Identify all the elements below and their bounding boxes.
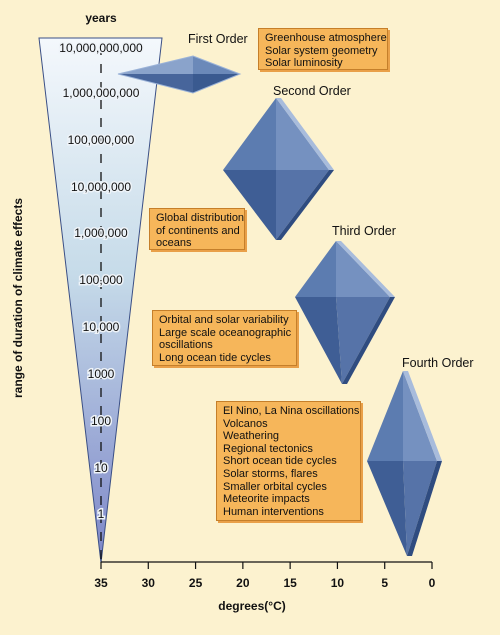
effect-item: Meteorite impacts — [223, 493, 310, 506]
x-tick-label: 20 — [236, 576, 250, 590]
year-label: 100 — [91, 414, 111, 428]
effect-item: Volcanos — [223, 417, 268, 430]
effect-item: Solar storms, flares — [223, 467, 318, 480]
x-tick-label: 5 — [381, 576, 388, 590]
effect-item: of continents and — [156, 224, 240, 237]
year-label: 1,000,000,000 — [63, 86, 140, 100]
y-axis-label: range of duration of climate effects — [11, 198, 25, 398]
second-order-effects-box: Global distribution of continents and oc… — [149, 208, 245, 250]
year-label: 10,000,000 — [71, 180, 131, 194]
x-tick-label: 10 — [331, 576, 345, 590]
effect-item: oceans — [156, 237, 192, 250]
effect-item: Human interventions — [223, 505, 324, 518]
third-order-diamond — [295, 241, 395, 384]
effect-item: Regional tectonics — [223, 442, 313, 455]
effect-item: Weathering — [223, 430, 280, 443]
x-tick-label: 30 — [142, 576, 156, 590]
first-order-title: First Order — [188, 32, 248, 46]
x-tick-label: 15 — [283, 576, 297, 590]
first-order-diamond — [117, 55, 242, 94]
fourth-order-effects-box: El Nino, La Nina oscillations Volcanos W… — [216, 401, 361, 521]
second-order-title: Second Order — [273, 84, 351, 98]
x-tick-label: 35 — [94, 576, 108, 590]
first-order-effects-box: Greenhouse atmosphere Solar system geome… — [258, 28, 388, 70]
year-labels: 10,000,000,000 1,000,000,000 100,000,000 10… — [58, 40, 145, 523]
year-label: 1,000,000 — [74, 226, 128, 240]
effect-item: Orbital and solar variability — [159, 314, 289, 326]
year-label: 10 — [94, 461, 108, 475]
x-axis-label: degrees(°C) — [218, 599, 285, 613]
second-order-diamond — [223, 98, 334, 240]
year-label: 1000 — [88, 367, 115, 381]
effect-item: Short ocean tide cycles — [223, 455, 337, 468]
fourth-order-diamond — [367, 371, 442, 556]
effect-item: Large scale oceanographic — [159, 326, 292, 339]
x-tick-label: 25 — [189, 576, 203, 590]
fourth-order-title: Fourth Order — [402, 356, 474, 370]
effect-item: Global distribution — [156, 212, 245, 224]
effect-item: Solar luminosity — [265, 57, 343, 70]
x-tick-label: 0 — [429, 576, 436, 590]
year-label: 1 — [98, 507, 105, 521]
year-label: 10,000 — [83, 320, 120, 334]
year-label: 100,000 — [79, 273, 123, 287]
years-title: years — [85, 11, 117, 25]
year-label: 10,000,000,000 — [59, 41, 143, 55]
third-order-title: Third Order — [332, 224, 396, 238]
effect-item: Solar system geometry — [265, 44, 378, 57]
effect-item: Greenhouse atmosphere — [265, 32, 387, 44]
effect-item: oscillations — [159, 339, 213, 352]
third-order-effects-box: Orbital and solar variability Large scal… — [152, 310, 297, 366]
x-axis-ticks: 35 30 25 20 15 10 5 0 — [94, 562, 436, 590]
effect-item: El Nino, La Nina oscillations — [223, 405, 360, 417]
effect-item: Smaller orbital cycles — [223, 480, 327, 493]
year-label: 100,000,000 — [68, 133, 135, 147]
effect-item: Long ocean tide cycles — [159, 351, 271, 364]
